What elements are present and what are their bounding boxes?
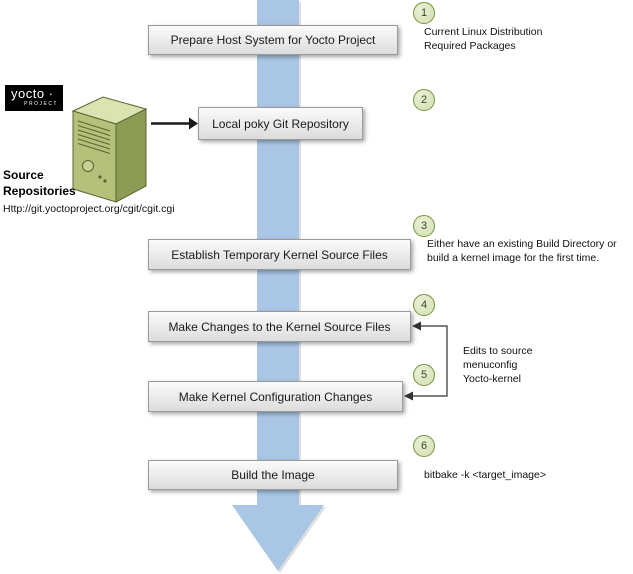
server-side-face [115,108,147,203]
source-repositories-label: Source Repositories [3,168,76,198]
bracket-line [413,325,448,397]
step-number-2: 2 [413,89,435,111]
server-vent-line [77,120,111,132]
server-icon [71,96,148,203]
note-step-3: Either have an existing Build Directory … [427,238,617,265]
server-to-repo-arrowhead [189,117,198,130]
note-step-6: bitbake -k <target_image> [424,469,546,481]
server-power-button [82,160,94,172]
note-step-1: Current Linux Distribution Required Pack… [424,26,543,53]
step-number-6: 6 [413,435,435,457]
step-box-local-poky-repo: Local poky Git Repository [198,107,363,140]
steps-4-5-bracket [404,321,448,401]
step-number-3: 3 [413,215,435,237]
server-vent-line [77,134,111,145]
server-led [103,179,107,183]
step-number-5: 5 [413,364,435,386]
bracket-arrowhead-step5 [404,391,413,401]
server-to-repo-arrow [151,117,198,130]
yocto-logo: yocto · PROJECT [5,85,63,111]
server-vent-line [77,125,111,136]
flow-arrow [232,0,324,571]
step-box-establish-kernel-sources: Establish Temporary Kernel Source Files [148,239,411,270]
note-step-5: Edits to source menuconfig Yocto-kernel [463,345,533,386]
step-box-kernel-config-changes: Make Kernel Configuration Changes [148,381,403,412]
server-vent-line [77,129,111,141]
step-number-1: 1 [413,2,435,24]
server-front-face [72,110,117,203]
server-vent-line [77,143,111,154]
bracket-arrowhead-step4 [412,321,421,331]
server-led [98,175,102,179]
step-box-make-kernel-changes: Make Changes to the Kernel Source Files [148,311,411,342]
step-box-prepare-host: Prepare Host System for Yocto Project [148,25,398,55]
yocto-logo-subtitle: PROJECT [24,101,58,107]
server-vent-line [77,138,111,150]
source-repositories-url: Http://git.yoctoproject.org/cgit/cgit.cg… [3,203,175,215]
yocto-logo-title: yocto · [11,86,54,101]
step-number-4: 4 [413,294,435,316]
step-box-build-image: Build the Image [148,460,398,490]
